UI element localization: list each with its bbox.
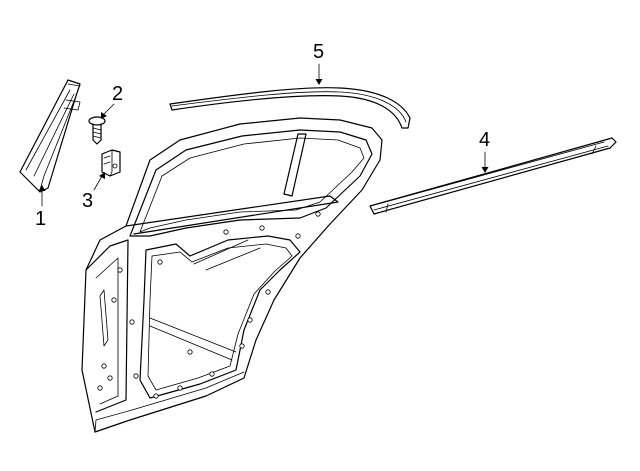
callout-5: 5 — [313, 41, 324, 85]
callout-4: 4 — [479, 129, 490, 173]
callout-3: 3 — [82, 172, 105, 212]
callout-5-label: 5 — [313, 41, 324, 63]
pillar-molding — [19, 79, 81, 193]
callout-2: 2 — [101, 83, 123, 119]
leader-line — [103, 103, 115, 115]
callout-4-label: 4 — [479, 129, 490, 151]
leader-line — [93, 175, 103, 191]
screw — [88, 116, 106, 145]
callout-1-label: 1 — [35, 208, 46, 230]
callout-2-label: 2 — [112, 83, 123, 105]
clip — [101, 149, 121, 177]
door-shell — [81, 117, 383, 433]
arrowhead — [315, 79, 323, 85]
arrowhead — [101, 112, 107, 119]
callout-1: 1 — [35, 185, 46, 230]
belt-molding — [369, 137, 617, 215]
arrowhead — [38, 185, 46, 191]
callout-3-label: 3 — [82, 190, 93, 212]
roof-molding — [169, 87, 411, 129]
arrowhead — [99, 172, 105, 179]
arrowhead — [481, 167, 489, 173]
